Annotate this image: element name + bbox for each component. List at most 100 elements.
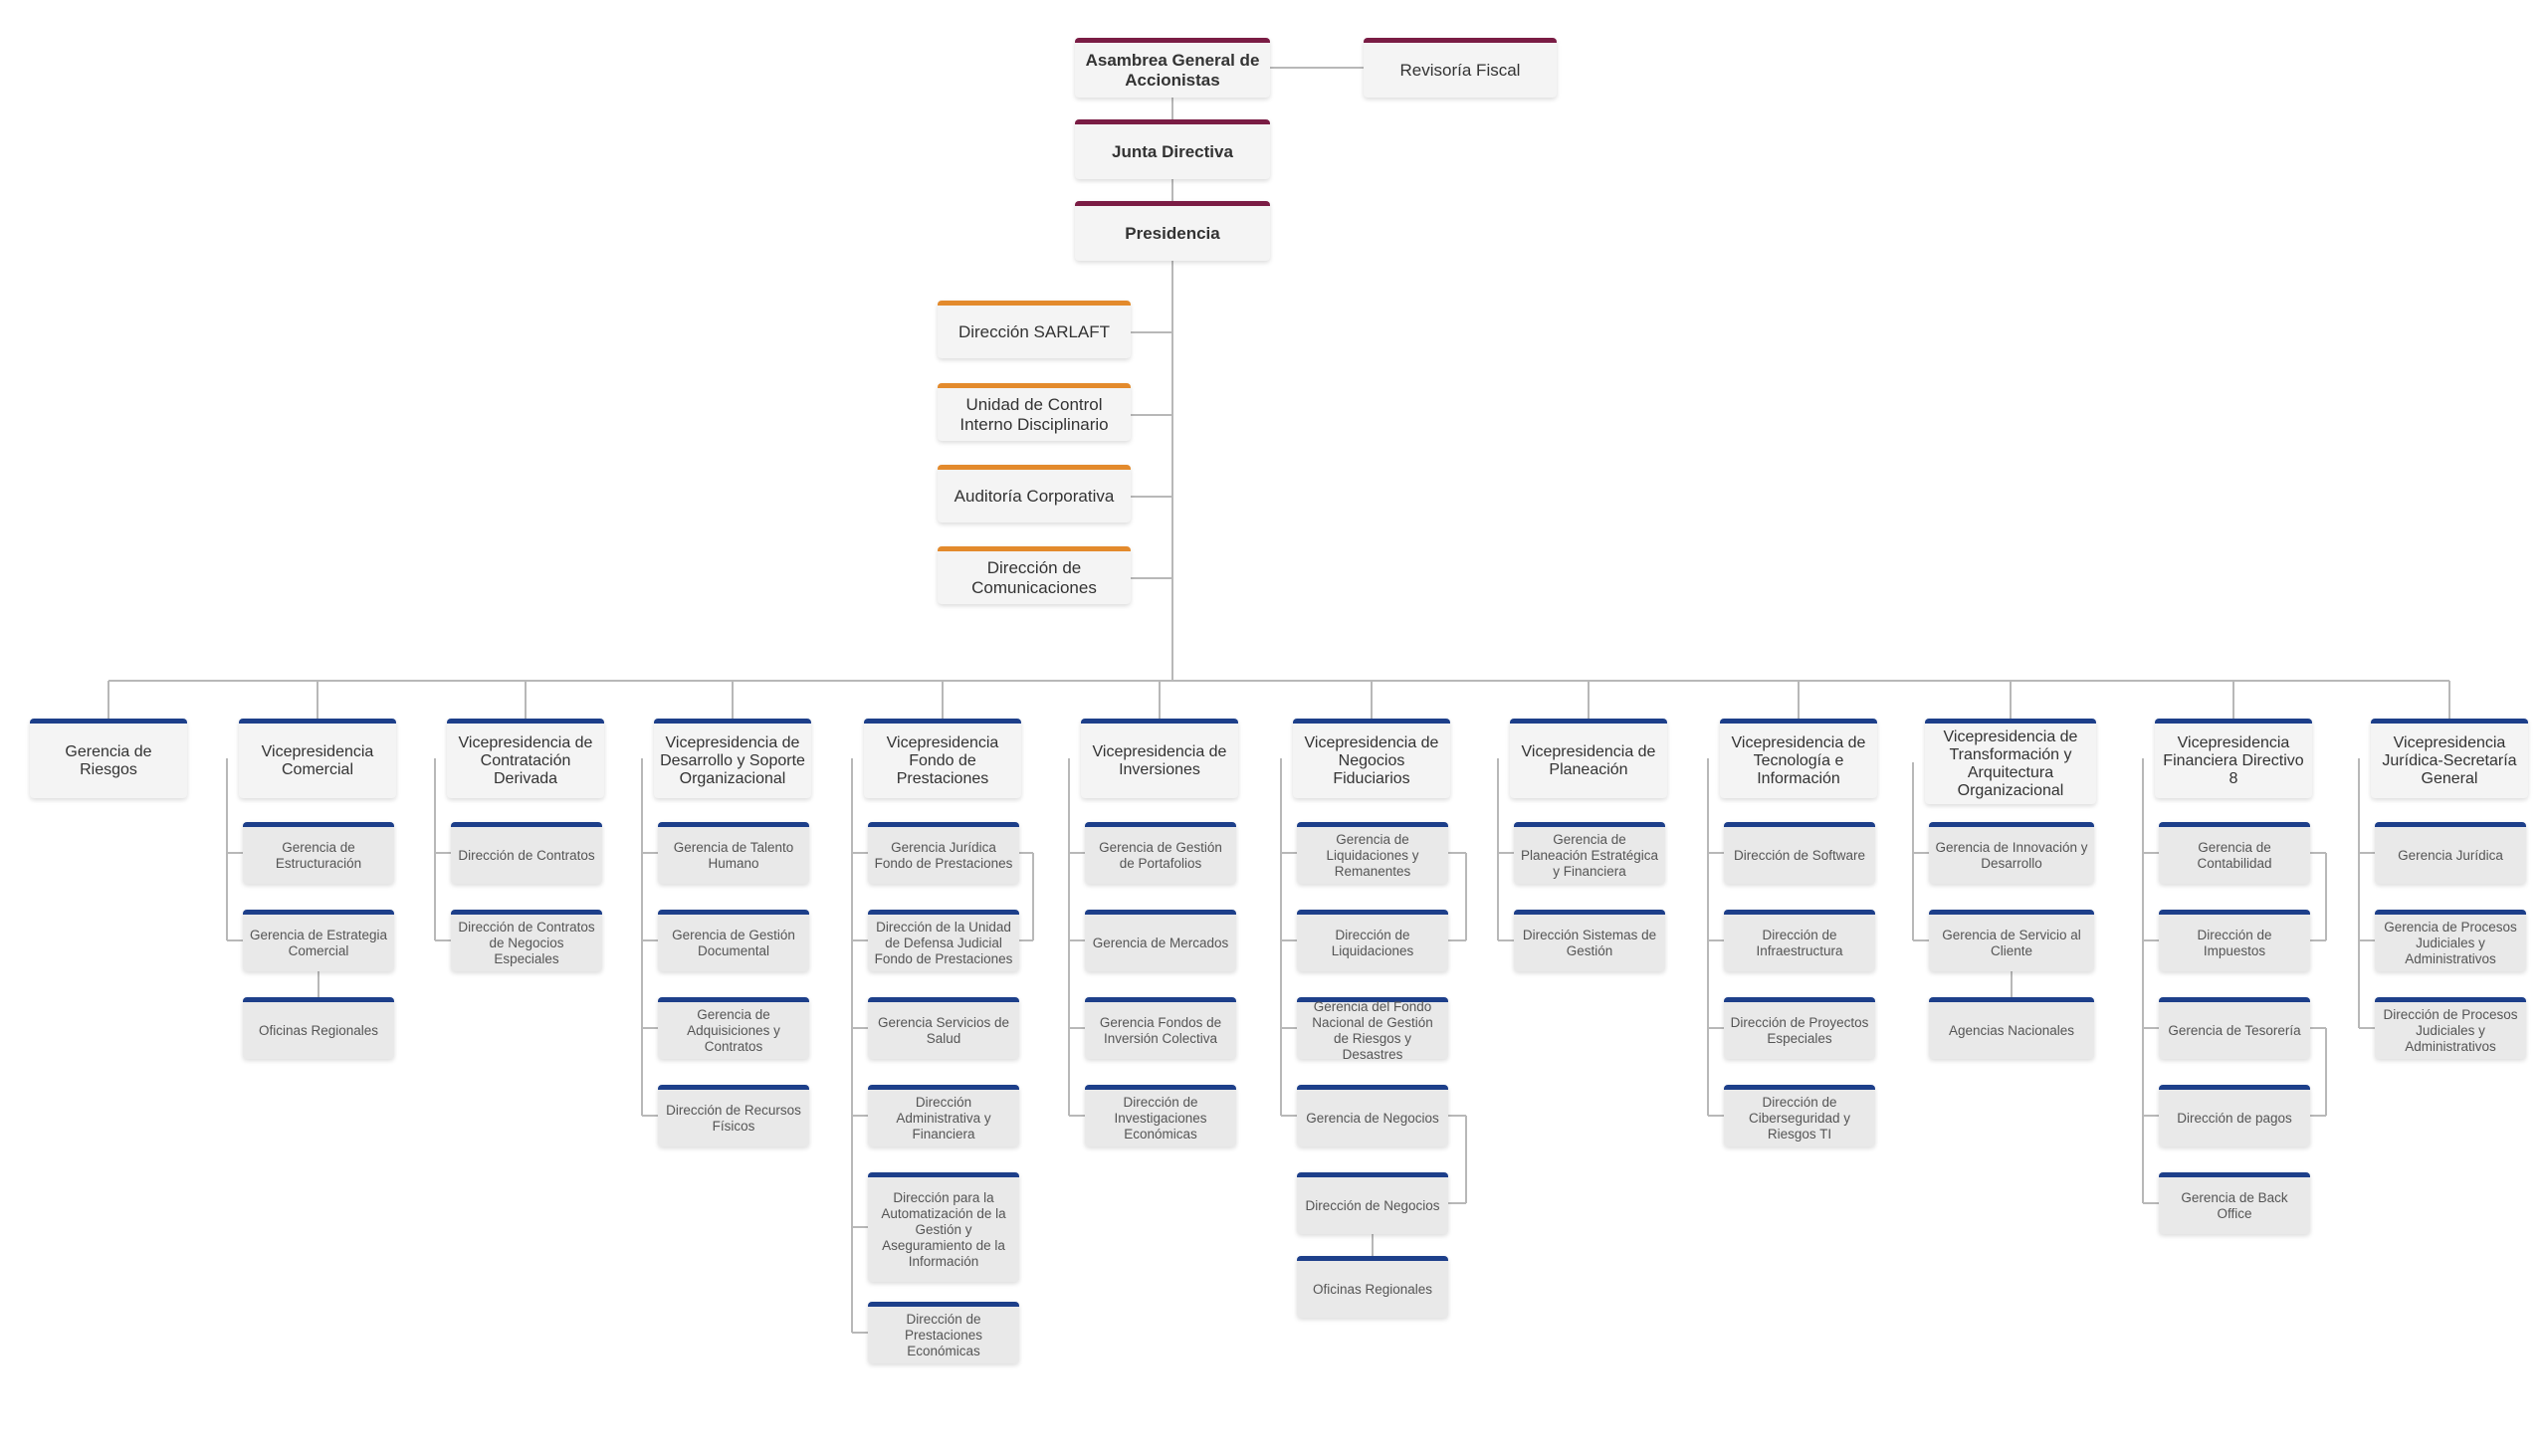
sub-unit-10-2[interactable]: Gerencia de Servicio al Cliente	[1929, 910, 2094, 971]
sub-unit-4-4[interactable]: Dirección de Recursos Físicos	[658, 1085, 809, 1146]
department-head-1[interactable]: Gerencia de Riesgos	[30, 719, 187, 798]
staff-box-2[interactable]: Unidad de Control Interno Disciplinario	[938, 383, 1131, 441]
staff-box-4-label: Dirección de Comunicaciones	[971, 557, 1097, 597]
sub-unit-9-3-label: Dirección de Proyectos Especiales	[1730, 1014, 1869, 1046]
department-head-1-label: Gerencia de Riesgos	[65, 742, 152, 778]
department-head-12-label: Vicepresidencia Jurídica-Secretaría Gene…	[2382, 733, 2517, 787]
sub-unit-7-4-label: Gerencia de Negocios	[1306, 1110, 1439, 1126]
sub-unit-6-2-label: Gerencia de Mercados	[1092, 935, 1229, 950]
sub-unit-4-1-label: Gerencia de Talento Humano	[673, 839, 794, 871]
staff-box-1[interactable]: Dirección SARLAFT	[938, 301, 1131, 358]
sub-unit-7-2-label: Dirección de Liquidaciones	[1331, 927, 1414, 958]
sub-unit-5-2-label: Dirección de la Unidad de Defensa Judici…	[874, 919, 1013, 966]
revisoria-box[interactable]: Revisoría Fiscal	[1364, 38, 1557, 98]
department-head-6-label: Vicepresidencia de Inversiones	[1092, 742, 1227, 778]
presidencia-box[interactable]: Presidencia	[1075, 201, 1270, 261]
sub-unit-12-1-label: Gerencia Jurídica	[2398, 847, 2503, 863]
department-head-10-label: Vicepresidencia de Transformación y Arqu…	[1943, 728, 2078, 799]
sub-unit-11-5[interactable]: Gerencia de Back Office	[2159, 1172, 2310, 1234]
sub-unit-2-1-label: Gerencia de Estructuración	[275, 839, 362, 871]
department-head-11[interactable]: Vicepresidencia Financiera Directivo 8	[2155, 719, 2312, 798]
sub-unit-4-2-label: Gerencia de Gestión Documental	[672, 927, 795, 958]
sub-unit-12-2[interactable]: Gerencia de Procesos Judiciales y Admini…	[2375, 910, 2526, 971]
sub-unit-11-1[interactable]: Gerencia de Contabilidad	[2159, 822, 2310, 884]
sub-unit-11-3[interactable]: Gerencia de Tesorería	[2159, 997, 2310, 1059]
department-head-6[interactable]: Vicepresidencia de Inversiones	[1081, 719, 1238, 798]
sub-unit-10-1-label: Gerencia de Innovación y Desarrollo	[1935, 839, 2088, 871]
sub-unit-12-3-label: Dirección de Procesos Judiciales y Admin…	[2383, 1006, 2518, 1054]
sub-unit-9-4[interactable]: Dirección de Ciberseguridad y Riesgos TI	[1724, 1085, 1875, 1146]
staff-box-4[interactable]: Dirección de Comunicaciones	[938, 546, 1131, 604]
sub-unit-5-1-label: Gerencia Jurídica Fondo de Prestaciones	[874, 839, 1013, 871]
sub-unit-5-1[interactable]: Gerencia Jurídica Fondo de Prestaciones	[868, 822, 1019, 884]
sub-unit-2-3[interactable]: Oficinas Regionales	[243, 997, 394, 1059]
department-head-10[interactable]: Vicepresidencia de Transformación y Arqu…	[1925, 719, 2096, 804]
sub-unit-7-4[interactable]: Gerencia de Negocios	[1297, 1085, 1448, 1146]
department-head-3-label: Vicepresidencia de Contratación Derivada	[458, 733, 593, 787]
asamblea-box[interactable]: Asambrea General de Accionistas	[1075, 38, 1270, 98]
sub-unit-12-3[interactable]: Dirección de Procesos Judiciales y Admin…	[2375, 997, 2526, 1059]
sub-unit-8-1[interactable]: Gerencia de Planeación Estratégica y Fin…	[1514, 822, 1665, 884]
sub-unit-2-3-label: Oficinas Regionales	[258, 1022, 379, 1038]
sub-unit-9-1-label: Dirección de Software	[1733, 847, 1866, 863]
sub-unit-6-4[interactable]: Dirección de Investigaciones Económicas	[1085, 1085, 1236, 1146]
department-head-3[interactable]: Vicepresidencia de Contratación Derivada	[447, 719, 604, 798]
sub-unit-6-1-label: Gerencia de Gestión de Portafolios	[1099, 839, 1222, 871]
sub-unit-4-1[interactable]: Gerencia de Talento Humano	[658, 822, 809, 884]
sub-unit-5-5[interactable]: Dirección para la Automatización de la G…	[868, 1172, 1019, 1282]
sub-unit-7-6-label: Oficinas Regionales	[1312, 1281, 1433, 1297]
sub-unit-4-3[interactable]: Gerencia de Adquisiciones y Contratos	[658, 997, 809, 1059]
sub-unit-3-2[interactable]: Dirección de Contratos de Negocios Espec…	[451, 910, 602, 971]
sub-unit-10-3[interactable]: Agencias Nacionales	[1929, 997, 2094, 1059]
sub-unit-5-5-label: Dirección para la Automatización de la G…	[881, 1189, 1006, 1269]
sub-unit-11-2[interactable]: Dirección de Impuestos	[2159, 910, 2310, 971]
sub-unit-6-3-label: Gerencia Fondos de Inversión Colectiva	[1099, 1014, 1222, 1046]
sub-unit-7-3[interactable]: Gerencia del Fondo Nacional de Gestión d…	[1297, 997, 1448, 1062]
department-head-9[interactable]: Vicepresidencia de Tecnología e Informac…	[1720, 719, 1877, 798]
sub-unit-5-2[interactable]: Dirección de la Unidad de Defensa Judici…	[868, 910, 1019, 971]
sub-unit-8-2[interactable]: Dirección Sistemas de Gestión	[1514, 910, 1665, 971]
department-head-7[interactable]: Vicepresidencia de Negocios Fiduciarios	[1293, 719, 1450, 798]
sub-unit-4-2[interactable]: Gerencia de Gestión Documental	[658, 910, 809, 971]
asamblea-box-label: Asambrea General de Accionistas	[1085, 50, 1260, 90]
sub-unit-12-2-label: Gerencia de Procesos Judiciales y Admini…	[2384, 919, 2517, 966]
sub-unit-6-2[interactable]: Gerencia de Mercados	[1085, 910, 1236, 971]
sub-unit-6-1[interactable]: Gerencia de Gestión de Portafolios	[1085, 822, 1236, 884]
sub-unit-7-5[interactable]: Dirección de Negocios	[1297, 1172, 1448, 1234]
revisoria-box-label: Revisoría Fiscal	[1399, 60, 1521, 80]
sub-unit-3-1[interactable]: Dirección de Contratos	[451, 822, 602, 884]
sub-unit-2-2[interactable]: Gerencia de Estrategia Comercial	[243, 910, 394, 971]
sub-unit-9-2-label: Dirección de Infraestructura	[1756, 927, 1843, 958]
sub-unit-9-1[interactable]: Dirección de Software	[1724, 822, 1875, 884]
sub-unit-5-6-label: Dirección de Prestaciones Económicas	[904, 1311, 983, 1358]
department-head-12[interactable]: Vicepresidencia Jurídica-Secretaría Gene…	[2371, 719, 2528, 798]
sub-unit-9-2[interactable]: Dirección de Infraestructura	[1724, 910, 1875, 971]
junta-box[interactable]: Junta Directiva	[1075, 119, 1270, 179]
sub-unit-3-2-label: Dirección de Contratos de Negocios Espec…	[458, 919, 595, 966]
sub-unit-7-2[interactable]: Dirección de Liquidaciones	[1297, 910, 1448, 971]
sub-unit-8-2-label: Dirección Sistemas de Gestión	[1522, 927, 1657, 958]
sub-unit-12-1[interactable]: Gerencia Jurídica	[2375, 822, 2526, 884]
sub-unit-7-1[interactable]: Gerencia de Liquidaciones y Remanentes	[1297, 822, 1448, 884]
staff-box-3[interactable]: Auditoría Corporativa	[938, 465, 1131, 522]
department-head-2[interactable]: Vicepresidencia Comercial	[239, 719, 396, 798]
sub-unit-4-3-label: Gerencia de Adquisiciones y Contratos	[687, 1006, 780, 1054]
sub-unit-11-3-label: Gerencia de Tesorería	[2168, 1022, 2301, 1038]
department-head-4[interactable]: Vicepresidencia de Desarrollo y Soporte …	[654, 719, 811, 798]
sub-unit-10-1[interactable]: Gerencia de Innovación y Desarrollo	[1929, 822, 2094, 884]
sub-unit-4-4-label: Dirección de Recursos Físicos	[666, 1102, 801, 1134]
sub-unit-5-6[interactable]: Dirección de Prestaciones Económicas	[868, 1302, 1019, 1363]
sub-unit-10-2-label: Gerencia de Servicio al Cliente	[1942, 927, 2081, 958]
department-head-8[interactable]: Vicepresidencia de Planeación	[1510, 719, 1667, 798]
department-head-5[interactable]: Vicepresidencia Fondo de Prestaciones	[864, 719, 1021, 798]
sub-unit-7-6[interactable]: Oficinas Regionales	[1297, 1256, 1448, 1318]
staff-box-1-label: Dirección SARLAFT	[957, 321, 1111, 341]
sub-unit-6-3[interactable]: Gerencia Fondos de Inversión Colectiva	[1085, 997, 1236, 1059]
sub-unit-2-1[interactable]: Gerencia de Estructuración	[243, 822, 394, 884]
department-head-11-label: Vicepresidencia Financiera Directivo 8	[2163, 733, 2304, 787]
sub-unit-9-3[interactable]: Dirección de Proyectos Especiales	[1724, 997, 1875, 1059]
sub-unit-5-3[interactable]: Gerencia Servicios de Salud	[868, 997, 1019, 1059]
sub-unit-11-4[interactable]: Dirección de pagos	[2159, 1085, 2310, 1146]
sub-unit-5-4[interactable]: Dirección Administrativa y Financiera	[868, 1085, 1019, 1146]
